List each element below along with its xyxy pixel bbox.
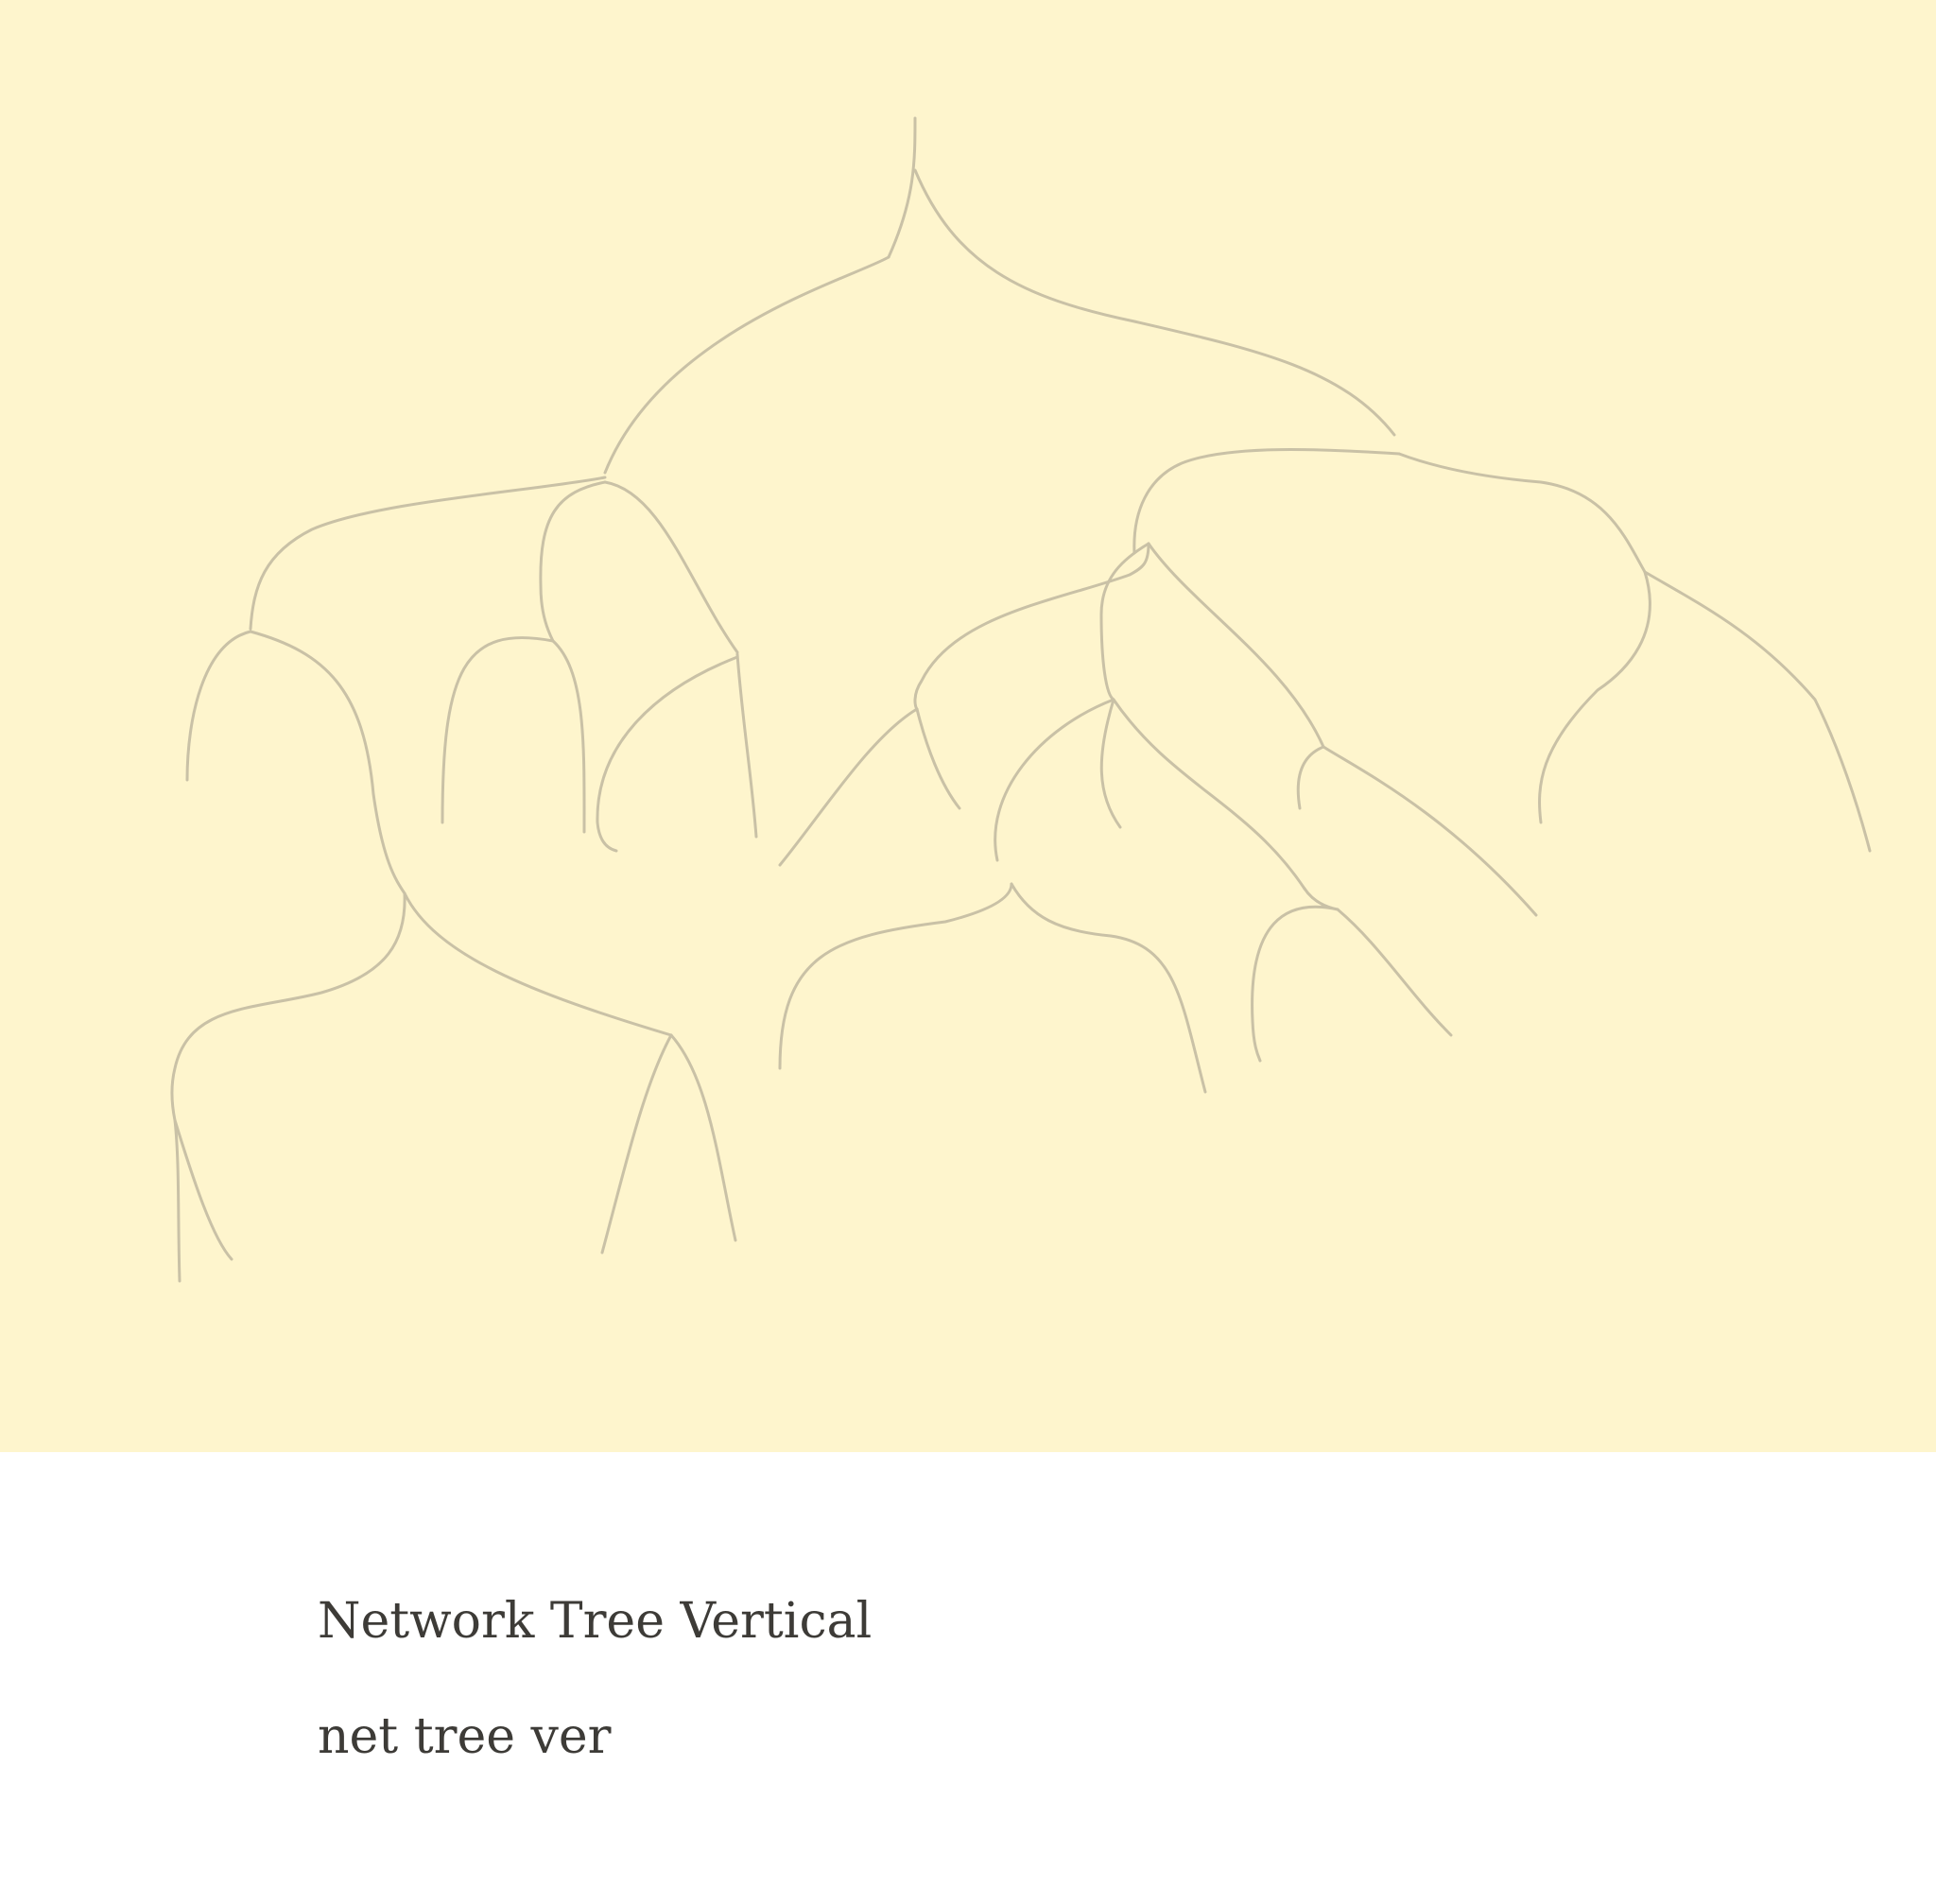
canvas-background xyxy=(0,0,1936,1452)
tree-edge-right-a xyxy=(1132,448,1401,555)
tree-edge-rm-f xyxy=(994,698,1115,862)
tree-edge-rm-b xyxy=(1099,542,1150,701)
tree-edge-root-right xyxy=(913,168,1396,437)
tree-edge-ll-b xyxy=(249,630,406,895)
tree-canvas xyxy=(0,0,1936,1452)
tree-edge-lm-a xyxy=(441,636,555,824)
network-tree-diagram xyxy=(0,0,1936,1452)
caption-area: Network Tree Vertical net tree ver xyxy=(0,1452,1936,1904)
tree-edge-bottom-c xyxy=(1251,887,1340,1063)
tree-edge-bottom-d xyxy=(1336,908,1453,1037)
tree-edge-rb-a xyxy=(1538,570,1651,824)
tree-edge-left-b xyxy=(539,480,607,643)
tree-edge-deep-b xyxy=(403,891,673,1037)
diagram-title: Network Tree Vertical xyxy=(318,1593,873,1650)
tree-edge-deep-e xyxy=(600,1033,673,1255)
tree-edge-lm-b xyxy=(551,639,586,834)
tree-edge-rm-d xyxy=(778,707,919,867)
tree-edge-rm-j xyxy=(1322,745,1538,917)
tree-edge-right-b xyxy=(1397,452,1647,574)
tree-edge-left-a xyxy=(249,476,607,631)
tree-edge-deep-c xyxy=(173,1118,182,1283)
tree-edge-lr-b xyxy=(735,652,758,839)
tree-edge-ll-a xyxy=(185,630,252,782)
tree-edge-bottom-a xyxy=(778,882,1013,1070)
tree-edge-left-c xyxy=(603,480,739,654)
tree-edge-rm-a xyxy=(913,542,1150,711)
tree-edge-rm-h xyxy=(1112,698,1306,891)
tree-edge-rb-b xyxy=(1643,570,1872,853)
tree-edge-lr-a xyxy=(596,655,739,853)
tree-edge-deep-d xyxy=(173,1118,233,1261)
tree-edge-bottom-b xyxy=(1010,882,1207,1094)
tree-edge-rm-g xyxy=(1099,698,1122,829)
tree-edge-deep-f xyxy=(669,1033,737,1242)
tree-edge-rm-i xyxy=(1296,745,1325,810)
tree-edge-rm-c xyxy=(1147,542,1325,749)
diagram-subtitle: net tree ver xyxy=(318,1708,612,1765)
tree-edge-rm-e xyxy=(915,707,961,810)
tree-edge-root-left xyxy=(603,255,890,475)
tree-edge-deep-a xyxy=(170,891,406,1122)
tree-edge-root-stem xyxy=(887,116,917,259)
